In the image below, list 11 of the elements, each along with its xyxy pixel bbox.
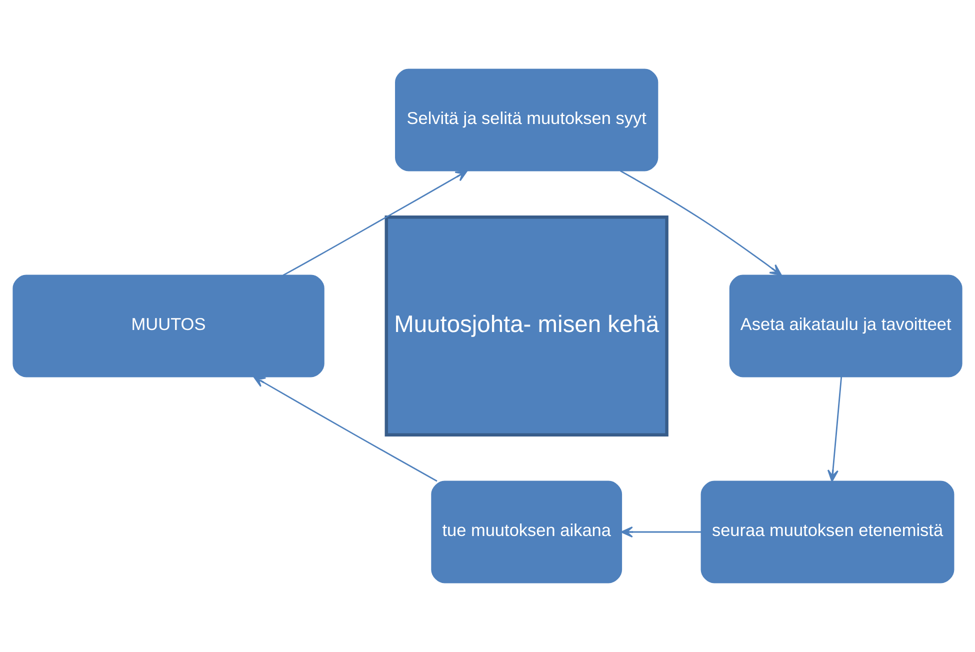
node-box: Muutosjohta- misen kehä <box>384 215 668 437</box>
node-box: Selvitä ja selitä muutoksen syyt <box>395 68 658 172</box>
node-box: Aseta aikataulu ja tavoitteet <box>729 274 962 378</box>
node-box: tue muutoksen aikana <box>431 480 622 584</box>
arrow <box>253 376 438 482</box>
arrow <box>620 526 702 538</box>
node-box: seuraa muutoksen etenemistä <box>700 480 954 584</box>
node-box: MUUTOS <box>12 274 324 378</box>
arrow <box>827 376 842 482</box>
arrow <box>282 170 468 276</box>
arrow <box>620 170 782 276</box>
